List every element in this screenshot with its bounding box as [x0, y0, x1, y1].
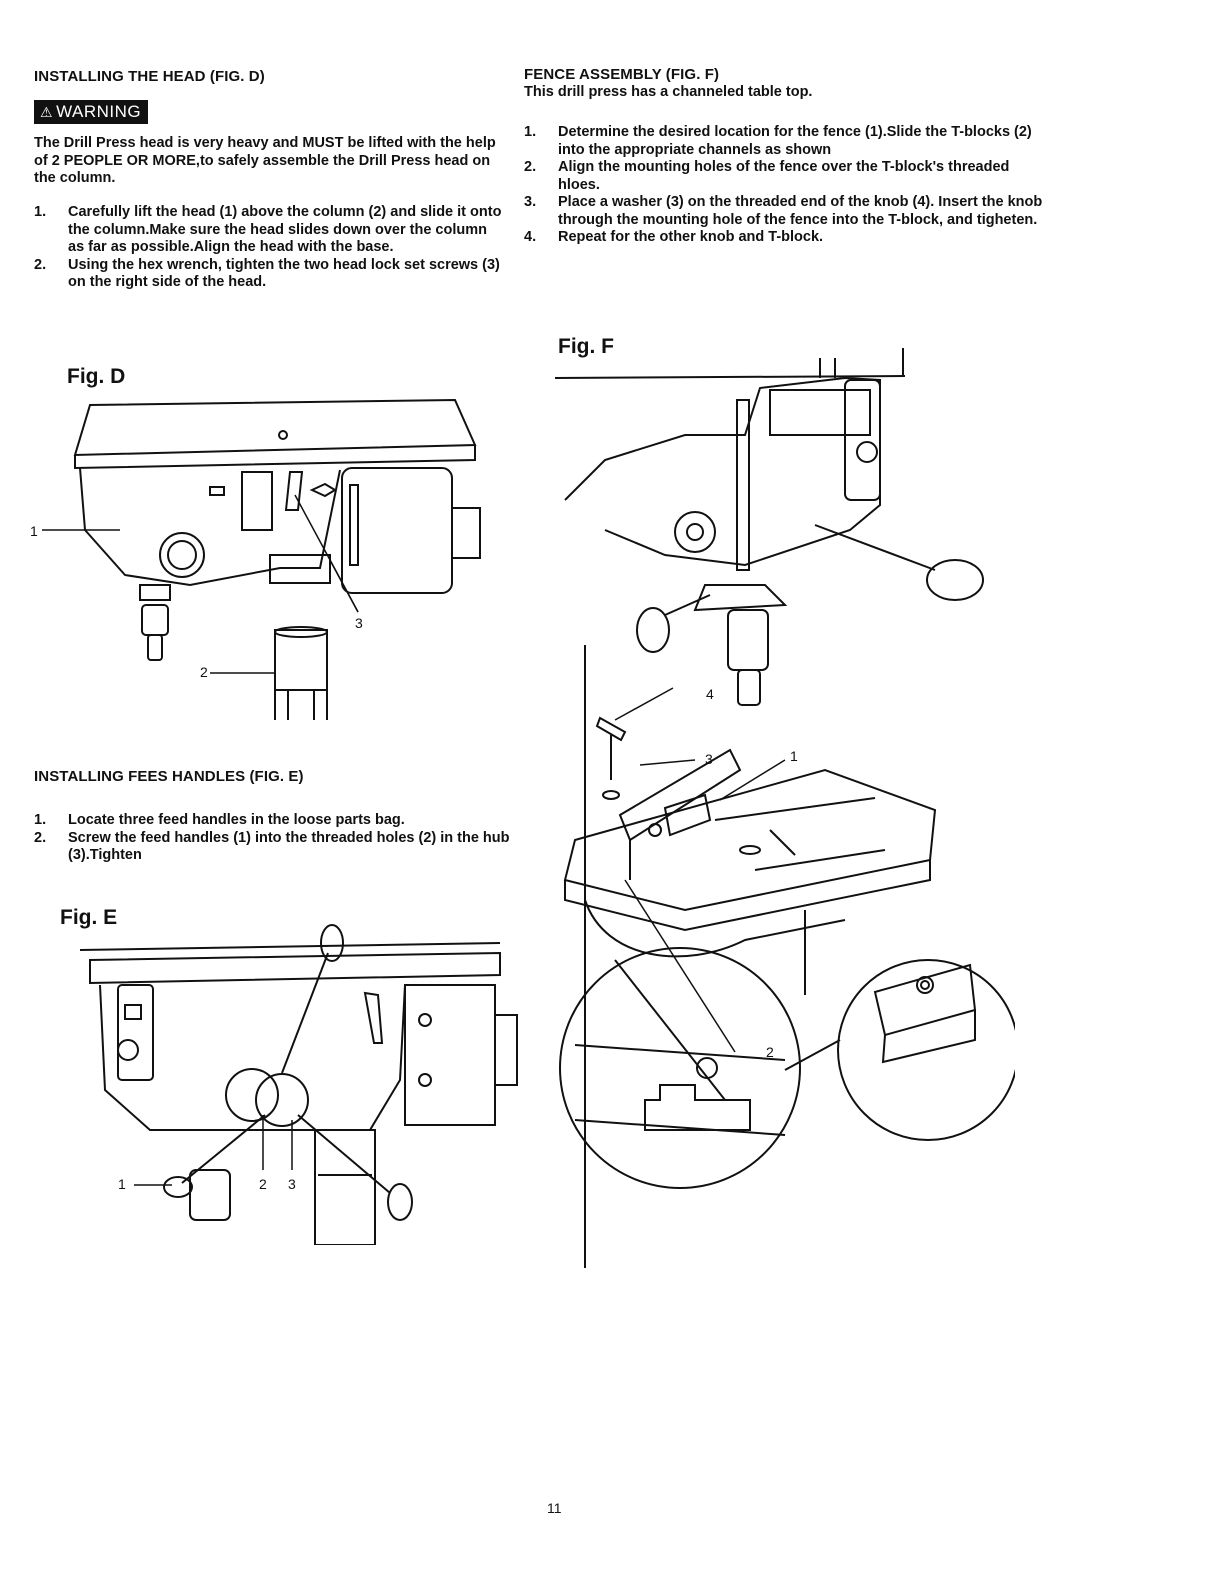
step-text: Using the hex wrench, tighten the two he…	[68, 256, 500, 291]
warning-badge: ⚠WARNING	[34, 100, 149, 124]
callout-1: 1	[118, 1176, 126, 1192]
callout-1: 1	[30, 523, 38, 539]
step-number: 1.	[34, 812, 47, 828]
callout-2: 2	[259, 1176, 267, 1192]
step-text: Determine the desired location for the f…	[558, 124, 1032, 158]
callout-3: 3	[705, 751, 713, 767]
figure-e-label: Fig. E	[60, 906, 118, 929]
head-steps-list: 1. Carefully lift the head (1) above the …	[34, 204, 502, 292]
figure-f-fence-illustration	[554, 348, 1015, 1268]
figure-d-label: Fig. D	[67, 365, 126, 388]
step-text: Align the mounting holes of the fence ov…	[558, 159, 1010, 193]
callout-3: 3	[355, 615, 363, 631]
step-number: 4.	[524, 229, 537, 245]
step-text: Locate three feed handles in the loose p…	[68, 812, 405, 828]
section-heading-installing-head: INSTALLING THE HEAD (FIG. D)	[34, 68, 265, 85]
figure-d-drill-head-illustration	[42, 398, 481, 720]
step-number: 2.	[34, 829, 47, 846]
callout-1: 1	[790, 748, 798, 764]
step-text: Carefully lift the head (1) above the co…	[68, 204, 502, 255]
step-number: 2.	[34, 256, 47, 273]
section-heading-fence-assembly: FENCE ASSEMBLY (FIG. F)	[524, 66, 720, 83]
figure-e-feed-handles-illustration	[79, 924, 518, 1245]
list-item: 1. Determine the desired location for the…	[524, 124, 1044, 159]
step-text: Screw the feed handles (1) into the thre…	[68, 829, 510, 864]
callout-2: 2	[200, 664, 208, 680]
warning-label: WARNING	[56, 102, 142, 121]
callout-4: 4	[706, 686, 714, 702]
list-item: 2. Using the hex wrench, tighten the two …	[34, 257, 502, 292]
list-item: 3. Place a washer (3) on the threaded end…	[524, 194, 1044, 229]
list-item: 2. Align the mounting holes of the fence …	[524, 159, 1044, 194]
warning-triangle-icon: ⚠	[40, 104, 54, 120]
callout-2: 2	[766, 1044, 774, 1060]
handles-steps-list: 1. Locate three feed handles in the loose…	[34, 812, 529, 865]
list-item: 1. Carefully lift the head (1) above the …	[34, 204, 502, 257]
step-number: 1.	[524, 124, 537, 140]
warning-text: The Drill Press head is very heavy and M…	[34, 135, 496, 186]
step-text: Repeat for the other knob and T-block.	[558, 229, 824, 245]
page-number: 11	[547, 1500, 562, 1516]
list-item: 2. Screw the feed handles (1) into the th…	[34, 830, 529, 865]
step-text: Place a washer (3) on the threaded end o…	[558, 194, 1043, 228]
callout-3: 3	[288, 1176, 296, 1192]
fence-intro-text: This drill press has a channeled table t…	[524, 84, 813, 100]
list-item: 1. Locate three feed handles in the loose…	[34, 812, 529, 830]
figure-f-label: Fig. F	[558, 335, 614, 358]
section-heading-installing-handles: INSTALLING FEES HANDLES (FIG. E)	[34, 768, 304, 785]
step-number: 3.	[524, 194, 537, 210]
fence-steps-list: 1. Determine the desired location for the…	[524, 124, 1044, 247]
step-number: 2.	[524, 159, 537, 175]
list-item: 4. Repeat for the other knob and T-block.	[524, 229, 1044, 247]
step-number: 1.	[34, 204, 47, 220]
